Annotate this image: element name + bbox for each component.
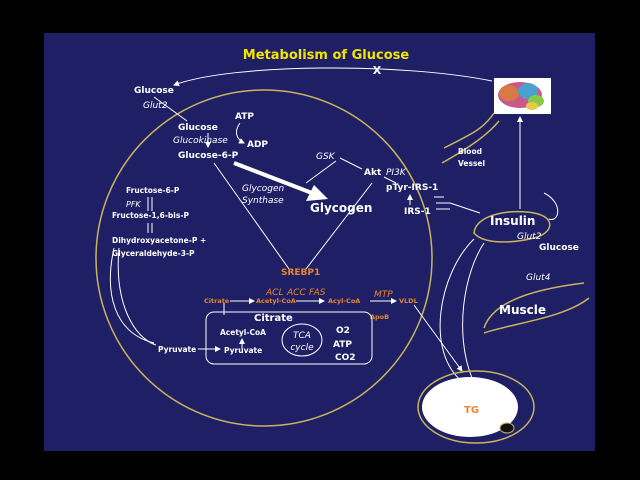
- g3p-label: Glyceraldehyde-3-P: [112, 249, 195, 258]
- akt-label: Akt: [364, 168, 382, 178]
- ptyr-irs1-label: pTyr-IRS-1: [386, 183, 438, 193]
- co2-label: CO2: [335, 353, 356, 363]
- insulin-label: Insulin: [490, 214, 535, 228]
- insulin-to-tg-curve: [439, 238, 475, 384]
- blood-vessel-label-2: Vessel: [458, 159, 485, 168]
- insulin-receptor-icon: [434, 196, 481, 214]
- glycogen-label: Glycogen: [310, 201, 372, 215]
- glucose-outside-label: Glucose: [134, 86, 174, 96]
- brain-to-glucose-arrow: [173, 67, 493, 87]
- adp-label: ADP: [247, 140, 268, 150]
- tg-label: TG: [464, 405, 479, 416]
- gsk-inhibit-line: [305, 160, 337, 184]
- glycogen-arrowhead: [306, 185, 328, 201]
- mitochondrion-box: [205, 311, 373, 365]
- blood-vessel-wall-1: [443, 112, 495, 149]
- irs1-label: IRS-1: [404, 207, 431, 217]
- muscle-shape-top: [483, 282, 585, 329]
- insulin-loop: [543, 192, 559, 220]
- g6p-to-srebp1-line: [213, 162, 290, 270]
- pi3k-label: PI3K: [386, 168, 407, 178]
- irs-to-akt-line: [383, 176, 397, 184]
- acl-label: ACL: [265, 288, 283, 298]
- g6p-label: Glucose-6-P: [178, 151, 239, 161]
- glycolysis-to-pyruvate-line-2: [117, 247, 157, 346]
- apob-label: ApoB: [370, 313, 389, 321]
- mtp-label: MTP: [374, 290, 393, 300]
- dhap-label: Dihydroxyacetone-P +: [112, 236, 206, 245]
- citrate-label: Citrate: [254, 313, 293, 324]
- glucose-entry-line: [153, 96, 188, 122]
- glucose-right-label: Glucose: [539, 243, 579, 253]
- glut4-label: Glut4: [526, 273, 551, 283]
- block-mark: X: [373, 64, 382, 77]
- tca-cycle-circle: [281, 323, 323, 357]
- glut2-right-label: Glut2: [517, 232, 542, 242]
- glucokinase-label: Glucokinase: [173, 136, 228, 146]
- akt-to-srebp1-line: [305, 182, 373, 270]
- tca-label-1: TCA: [293, 331, 311, 341]
- tg-droplet: [422, 377, 518, 437]
- f6p-label: Fructose-6-P: [126, 186, 180, 195]
- vldl-label: VLDL: [399, 297, 418, 305]
- o2-label: O2: [336, 326, 350, 336]
- liver-cell-outline: [95, 89, 433, 427]
- glycogen-synthase-label-2: Synthase: [242, 196, 284, 206]
- akt-to-gsk-line: [339, 157, 363, 170]
- fas-label: FAS: [309, 288, 326, 298]
- muscle-label: Muscle: [499, 303, 546, 317]
- f16bp-label: Fructose-1,6-bis-P: [112, 211, 189, 220]
- citrate-orange-label: Citrate: [204, 297, 230, 305]
- metabolism-diagram: Metabolism of Glucose X Glucose Glut2 Gl…: [95, 48, 590, 444]
- acetyl-coa-label: Acetyl-CoA: [220, 328, 266, 337]
- adipocyte-nucleus: [499, 422, 515, 434]
- adipocyte-outline: [417, 370, 535, 444]
- vldl-to-tg-arrow: [413, 304, 463, 372]
- srebp1-label: SREBP1: [281, 268, 320, 278]
- glucose-label: Glucose: [178, 123, 218, 133]
- pfk-label: PFK: [126, 200, 141, 209]
- insulin-to-tg-curve-2: [462, 242, 485, 379]
- acyl-coa-label: Acyl-CoA: [328, 297, 360, 305]
- slide-canvas: Metabolism of Glucose X Glucose Glut2 Gl…: [44, 33, 595, 451]
- insulin-shape: [473, 210, 551, 243]
- pyruvate-inner-label: Pyruvate: [224, 346, 262, 355]
- acc-label: ACC: [286, 288, 306, 298]
- atp-adp-curve: [236, 122, 245, 144]
- brain-icon: [494, 78, 551, 114]
- glycogen-synthase-label-1: Glycogen: [242, 184, 285, 194]
- muscle-shape-bottom: [483, 297, 590, 334]
- atp-label: ATP: [235, 112, 254, 122]
- blood-vessel-label-1: Blood: [458, 147, 482, 156]
- glut2-label: Glut2: [143, 101, 168, 111]
- tca-label-2: cycle: [290, 343, 314, 353]
- atp2-label: ATP: [333, 340, 352, 350]
- acetyl-coa-orange-label: Acetyl-CoA: [256, 297, 296, 305]
- slide-title: Metabolism of Glucose: [243, 48, 410, 63]
- gsk-label: GSK: [316, 152, 336, 162]
- blood-vessel-wall-2: [441, 120, 500, 164]
- pyruvate-outer-label: Pyruvate: [158, 345, 196, 354]
- glycolysis-to-pyruvate-line: [109, 247, 155, 344]
- g6p-to-glycogen-arrow: [233, 161, 313, 195]
